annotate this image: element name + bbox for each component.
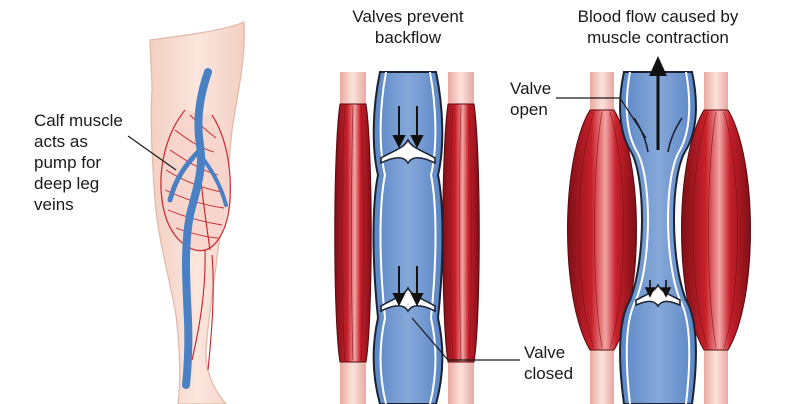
- valve-closed-label-line-2: closed: [524, 364, 574, 383]
- muscle-left-contracted: [567, 109, 637, 351]
- leg-illustration: [127, 21, 245, 404]
- valves-prevent-label-line-1: Valves prevent: [352, 7, 464, 26]
- valves-prevent-label: Valves prevent backflow: [340, 6, 476, 48]
- open-valve: [633, 117, 683, 153]
- lower-closed-valve: [635, 283, 681, 308]
- backflow-arrows: [392, 106, 424, 307]
- valve-closed-label-line-1: Valve: [524, 343, 566, 362]
- muscle-contraction-illustration: [556, 56, 751, 404]
- muscle-right-relaxed: [442, 103, 480, 363]
- calf-muscle-label-line-5: veins: [34, 195, 74, 214]
- calf-muscle-label-line-3: pump for: [34, 153, 102, 172]
- valve-closed-leader-line: [411, 317, 449, 361]
- deep-leg-vein: [182, 68, 212, 389]
- valve-open-label-line-2: open: [510, 100, 548, 119]
- blood-flow-label: Blood flow caused by muscle contraction: [558, 6, 758, 48]
- valves-prevent-label-line-2: backflow: [374, 28, 442, 47]
- blood-flow-label-line-1: Blood flow caused by: [577, 7, 739, 26]
- muscle-right-contracted: [681, 109, 751, 351]
- vein-tube-relaxed: [372, 71, 444, 404]
- muscle-left-relaxed: [334, 103, 372, 363]
- calf-muscle-label-line-2: acts as: [34, 132, 88, 151]
- pressure-arrows: [644, 280, 672, 298]
- blood-flow-label-line-2: muscle contraction: [587, 28, 729, 47]
- calf-muscle-leader-line: [127, 135, 177, 171]
- calf-muscle-label-line-1: Calf muscle: [34, 111, 123, 130]
- calf-muscle-label-line-4: deep leg: [34, 174, 100, 193]
- upward-flow-arrow: [649, 56, 667, 150]
- valve-open-label: Valve open: [510, 78, 551, 120]
- valves-closed-illustration: [334, 71, 520, 404]
- valve-closed-label: Valve closed: [524, 342, 573, 384]
- calf-muscle-label: Calf muscle acts as pump for deep leg ve…: [34, 110, 123, 215]
- valve-open-label-line-1: Valve: [510, 79, 552, 98]
